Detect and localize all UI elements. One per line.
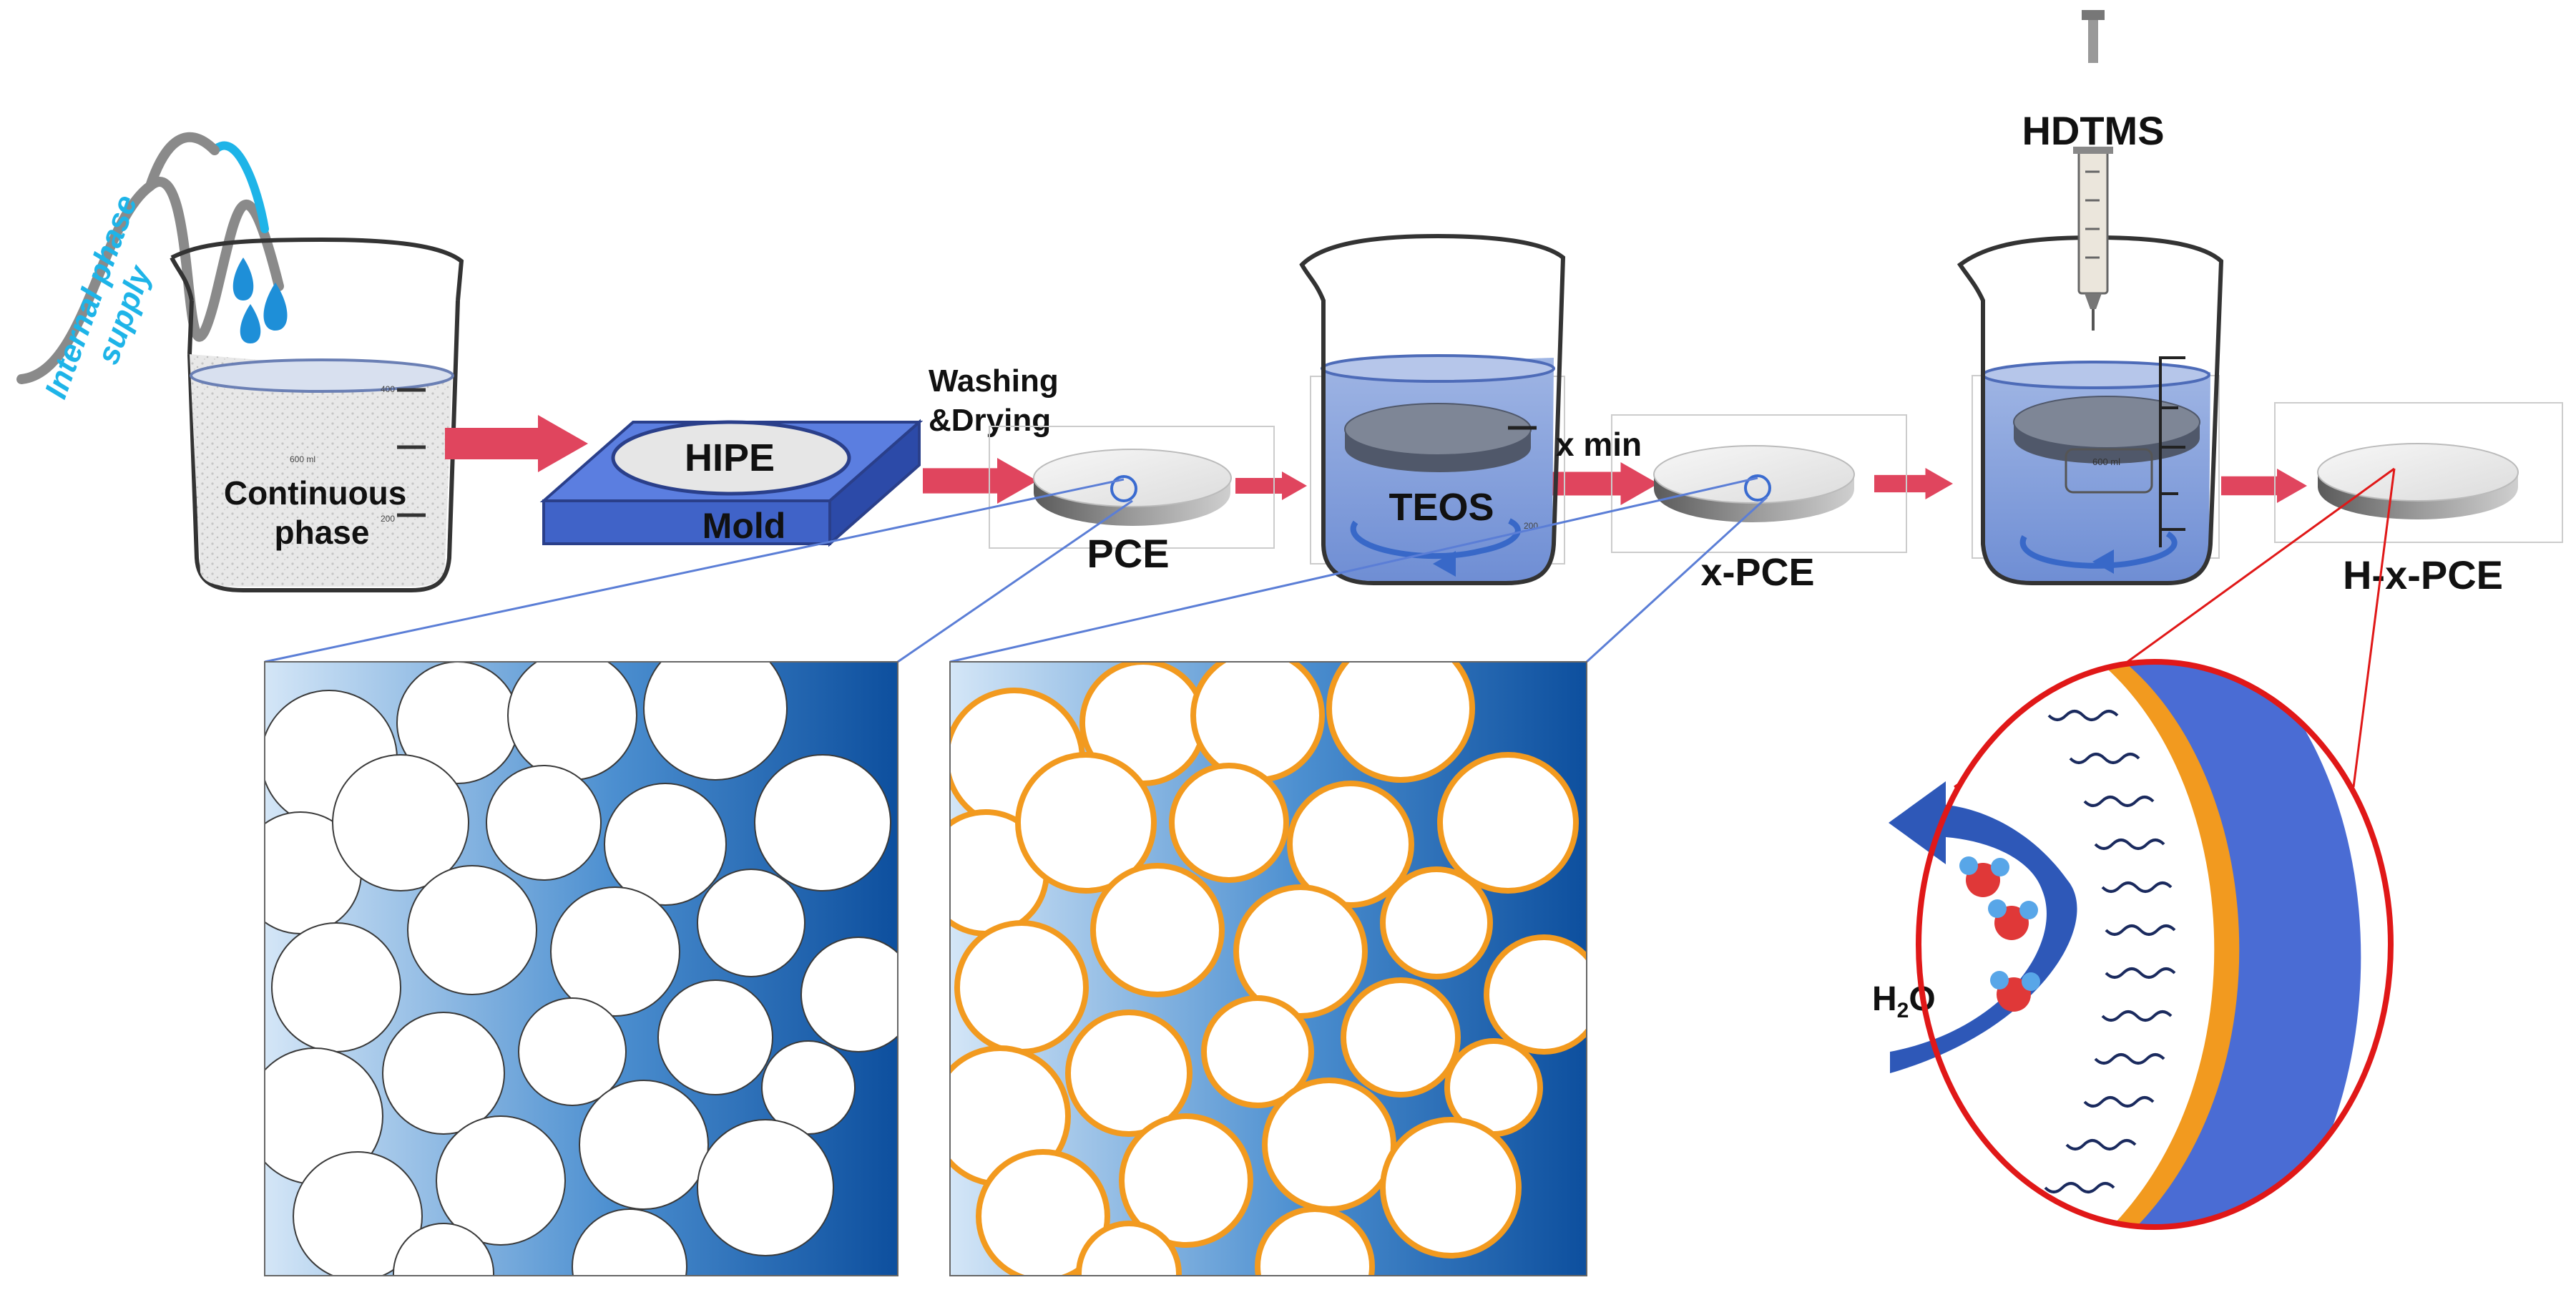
x-pce-disc: x-PCE	[1611, 414, 1907, 594]
pce-pore-structure-panel	[264, 661, 898, 1276]
pce-label: PCE	[1087, 531, 1169, 576]
x-pce-label: x-PCE	[1700, 551, 1814, 594]
beaker-continuous-phase: 400 600 ml 200 Continuous phase	[170, 237, 464, 592]
graduation-label: 200	[381, 514, 395, 524]
beaker-hdtms: 600 ml HDTMS	[1957, 10, 2224, 585]
arrow-right-icon	[1551, 462, 1658, 505]
alkyl-chains	[2044, 710, 2176, 1193]
h-x-pce-label: H-x-PCE	[2343, 552, 2503, 597]
mold-label: Mold	[702, 506, 786, 546]
water-molecule-icon	[1988, 899, 2038, 940]
arrow-right-icon	[1874, 468, 1953, 499]
internal-phase-label: Internal phase supply	[38, 182, 182, 416]
graduation-label: 600 ml	[2092, 456, 2120, 467]
stir-arrow-icon	[2092, 549, 2114, 574]
arrow-right-icon	[923, 458, 1037, 504]
water-molecule-icon	[1990, 971, 2040, 1012]
droplet-icon	[240, 304, 261, 343]
repel-arrow-icon	[1889, 781, 2077, 1073]
water-molecule-icon	[1959, 856, 2009, 897]
syringe-icon	[2073, 10, 2113, 331]
x-min-label: x min	[1556, 426, 1642, 463]
hdtms-label: HDTMS	[2022, 108, 2164, 153]
graduation-label: 400	[381, 384, 395, 394]
h-x-pce-disc: H-x-PCE	[2274, 402, 2563, 597]
mold-with-hipe: HIPE Mold	[539, 419, 924, 547]
arrow-right-icon	[445, 415, 588, 472]
continuous-phase-label: Continuous phase	[224, 474, 416, 551]
graduation-label: 600 ml	[290, 454, 315, 464]
droplet-icon	[263, 283, 288, 331]
x-pce-pore-structure-panel	[949, 661, 1587, 1276]
teos-label: TEOS	[1389, 486, 1494, 529]
beaker-teos: 200 TEOS	[1299, 233, 1566, 585]
droplet-icon	[232, 258, 254, 300]
arrow-right-icon	[1235, 471, 1307, 500]
washing-drying-label: Washing &Drying	[929, 363, 1067, 438]
hipe-label: HIPE	[685, 436, 775, 479]
hydrophobic-surface-zoom: H2O	[1872, 659, 2394, 1230]
stir-arrow-icon	[1433, 551, 1456, 577]
arrow-right-icon	[2221, 469, 2307, 503]
